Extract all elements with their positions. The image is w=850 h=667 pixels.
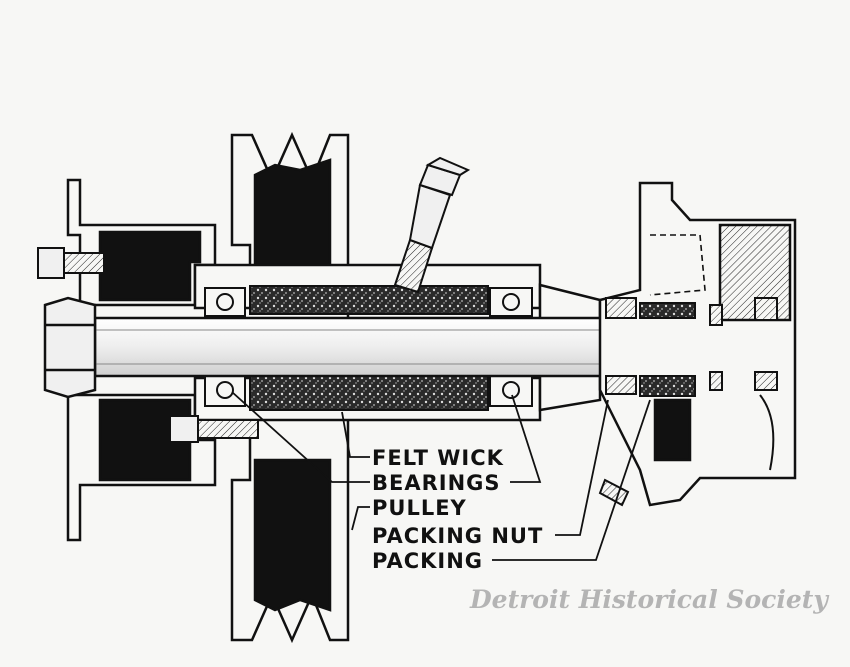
felt-wick-upper <box>249 285 489 315</box>
drain-tube <box>598 478 630 507</box>
bearings <box>204 287 533 407</box>
label-bearings: BEARINGS <box>372 471 501 495</box>
grease-fitting <box>393 156 471 294</box>
label-pulley: PULLEY <box>372 496 467 520</box>
lower-bolt <box>169 415 259 443</box>
felt-wick-lower <box>249 375 489 411</box>
upper-bolt <box>37 247 105 279</box>
pump-fittings <box>709 297 778 391</box>
pump-body <box>598 181 797 507</box>
label-packing-nut: PACKING NUT <box>372 524 544 548</box>
label-packing: PACKING <box>372 549 484 573</box>
leader-lines <box>231 391 651 561</box>
packing <box>639 302 696 397</box>
shaft-nut <box>43 296 97 399</box>
label-felt-wick: FELT WICK <box>372 446 504 470</box>
watermark: Detroit Historical Society <box>470 585 828 614</box>
packing-nut <box>605 297 637 395</box>
